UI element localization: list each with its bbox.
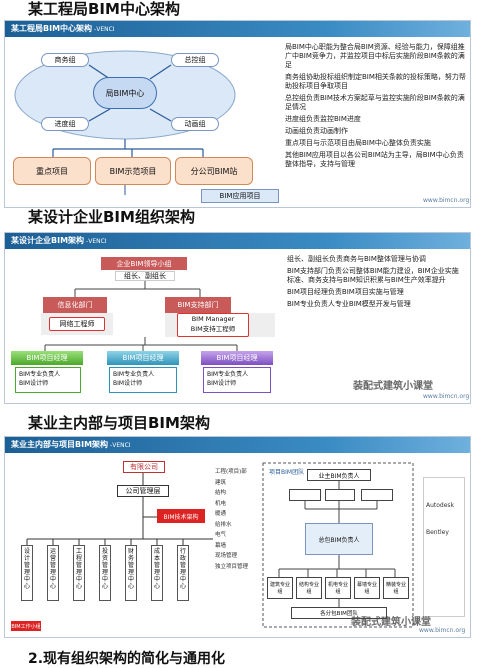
- column-finance: 财务管理中心: [125, 545, 137, 601]
- section3-connectors: [26, 462, 414, 628]
- node-animation: 动画组: [171, 117, 219, 131]
- column-investment: 投资管理中心: [99, 545, 111, 601]
- section2-bar: 某设计企业BIM架构-VENCI: [5, 233, 470, 249]
- project-branch: 分公司BIM站: [175, 157, 253, 185]
- s2-para: BIM专业负责人专业BIM模型开发与管理: [287, 300, 411, 308]
- dept-item: 暖通: [215, 511, 227, 517]
- bim-tech-box: BIM技术架构: [157, 509, 205, 523]
- bim-manager-label: BIM Manager: [191, 315, 235, 323]
- column-design: 设计管理中心: [21, 545, 33, 601]
- watermark-url: www.bimcn.org: [419, 627, 466, 634]
- company-box: 有限公司: [123, 461, 165, 473]
- s1-para: 重点项目与示范项目由局BIM中心整体负责实施: [285, 139, 431, 147]
- watermark-brand: 装配式建筑小课堂: [353, 381, 433, 392]
- dept-item: 工程(项目)部: [215, 469, 247, 475]
- role-lead: BIM专业负责人: [113, 371, 155, 378]
- dept-item: 电气: [215, 532, 227, 538]
- section3-bar: 某业主内部与项目BIM架构-VENCI: [5, 437, 470, 453]
- watermark-brand: 装配式建筑小课堂: [351, 617, 431, 628]
- column-admin: 行政管理中心: [177, 545, 189, 601]
- project-roles-1: BIM专业负责人 BIM设计师: [15, 367, 81, 393]
- sub-box-1: [289, 489, 321, 501]
- section1-text: 局BIM中心职能为整合局BIM资源、经验与能力，保障组推广中BIM竞争力，并监控…: [285, 43, 467, 172]
- role-designer: BIM设计师: [207, 380, 237, 387]
- dept-item: 现场管理: [215, 553, 238, 559]
- column-cost: 成本管理中心: [151, 545, 163, 601]
- owner-bim-lead: 业主BIM负责人: [307, 469, 371, 481]
- subcontractor-team: 各分包BIM团队: [291, 607, 387, 619]
- spec-group: 结构专业组: [296, 577, 322, 599]
- bim-support-department: BIM支持部门: [165, 297, 231, 313]
- dept-item: 给排水: [215, 521, 232, 528]
- section2-heading: 某设计企业BIM组织架构: [28, 208, 195, 226]
- s1-para: 局BIM中心职能为整合局BIM资源、经验与能力，保障组推广中BIM竞争力，并监控…: [285, 43, 465, 69]
- sub-box-2: [325, 489, 355, 501]
- s2-para: 组长、副组长负责商务与BIM整体管理与协调: [287, 255, 426, 263]
- s2-para: BIM支持部门负责公司整体BIM能力建设，BIM企业实施标准、商务支持与BIM知…: [287, 267, 459, 284]
- dept-item: 幕墙: [215, 542, 227, 549]
- dept-item: 独立项目管理: [215, 563, 249, 570]
- project-bim-team-label: 项目BIM团队: [269, 469, 305, 476]
- management-box: 公司管理层: [117, 485, 169, 497]
- role-designer: BIM设计师: [19, 380, 49, 387]
- spec-group: 精装专业组: [383, 577, 409, 599]
- s1-para: 总控组负责BIM技术方案起草与监控实施阶段BIM条款的满足情况: [285, 94, 465, 111]
- watermark-url: www.bimcn.org: [423, 393, 470, 400]
- node-commerce: 商务组: [41, 53, 89, 67]
- dept-item: 结构: [215, 490, 227, 496]
- network-engineer: 网络工程师: [49, 317, 105, 331]
- node-control: 总控组: [171, 53, 219, 67]
- project-key: 重点项目: [13, 157, 91, 185]
- section1-slide: 某工程局BIM中心架构-VENCI 商务组 总控组 进度组 动画组 局BIM中心…: [4, 20, 471, 208]
- column-engineering: 工程管理中心: [73, 545, 85, 601]
- project-roles-2: BIM专业负责人 BIM设计师: [109, 367, 177, 393]
- software-item: Bentley: [426, 529, 449, 536]
- software-list: Autodesk Bentley: [423, 477, 465, 617]
- section3-slide: 某业主内部与项目BIM架构-VENCI 有限公司 公司管理层 BIM技术架构 设…: [4, 436, 471, 638]
- role-lead: BIM专业负责人: [19, 371, 61, 378]
- spec-group: 建筑专业组: [267, 577, 293, 599]
- spec-group: 机电专业组: [325, 577, 351, 599]
- project-manager-1: BIM项目经理: [11, 351, 83, 365]
- project-manager-2: BIM项目经理: [107, 351, 179, 365]
- bim-support-engineer-label: BIM支持工程师: [190, 325, 236, 333]
- department-list: 工程(项目)部 建筑 结构 机电 暖通 给排水 电气 幕墙 现场管理 独立项目管…: [215, 467, 259, 572]
- bim-application-project: BIM应用项目: [201, 189, 279, 203]
- role-designer: BIM设计师: [113, 380, 143, 387]
- dept-item: 机电: [215, 500, 227, 507]
- it-department: 信息化部门: [43, 297, 107, 313]
- leadership-group: 企业BIM领导小组: [101, 257, 187, 270]
- dept-item: 建筑: [215, 479, 227, 486]
- bim-team-box: BIM工作小组: [11, 621, 41, 631]
- leaders-label: 组长、副组长: [115, 271, 175, 281]
- role-lead: BIM专业负责人: [207, 371, 249, 378]
- node-progress: 进度组: [41, 117, 89, 131]
- watermark-url: www.bimcn.org: [423, 197, 470, 204]
- spec-group: 幕墙专业组: [354, 577, 380, 599]
- section3-heading: 某业主内部与项目BIM架构: [28, 414, 210, 432]
- s1-para: 其他BIM应用项目以各公司BIM站为主导，局BIM中心负责整体指导，支持与管理: [285, 151, 464, 168]
- s1-para: 进度组负责监控BIM进度: [285, 115, 361, 123]
- software-item: Autodesk: [426, 502, 455, 509]
- project-manager-3: BIM项目经理: [201, 351, 273, 365]
- s2-para: BIM项目经理负责BIM项目实施与管理: [287, 288, 404, 296]
- section1-heading: 某工程局BIM中心架构: [28, 0, 180, 18]
- sub-box-3: [361, 489, 393, 501]
- bim-manager-box: BIM Manager BIM支持工程师: [177, 313, 249, 337]
- project-demo: BIM示范项目: [95, 157, 171, 185]
- project-roles-3: BIM专业负责人 BIM设计师: [203, 367, 271, 393]
- column-operation: 运营管理中心: [47, 545, 59, 601]
- bim-center-node: 局BIM中心: [93, 77, 157, 109]
- s1-para: 商务组协助投标组织制定BIM相关条款的投标策略，努力帮助投标项目争取项目: [285, 73, 466, 90]
- footer-heading: 2.现有组织架构的简化与通用化: [28, 651, 226, 667]
- section2-slide: 某设计企业BIM架构-VENCI 企业BIM领导小组 组长、副组长 信息化部门 …: [4, 232, 471, 404]
- section1-bar: 某工程局BIM中心架构-VENCI: [5, 21, 470, 37]
- gc-bim-lead: 总包BIM负责人: [305, 523, 373, 555]
- s1-para: 动画组负责动画制作: [285, 127, 348, 135]
- section2-text: 组长、副组长负责商务与BIM整体管理与协调 BIM支持部门负责公司整体BIM能力…: [287, 255, 465, 312]
